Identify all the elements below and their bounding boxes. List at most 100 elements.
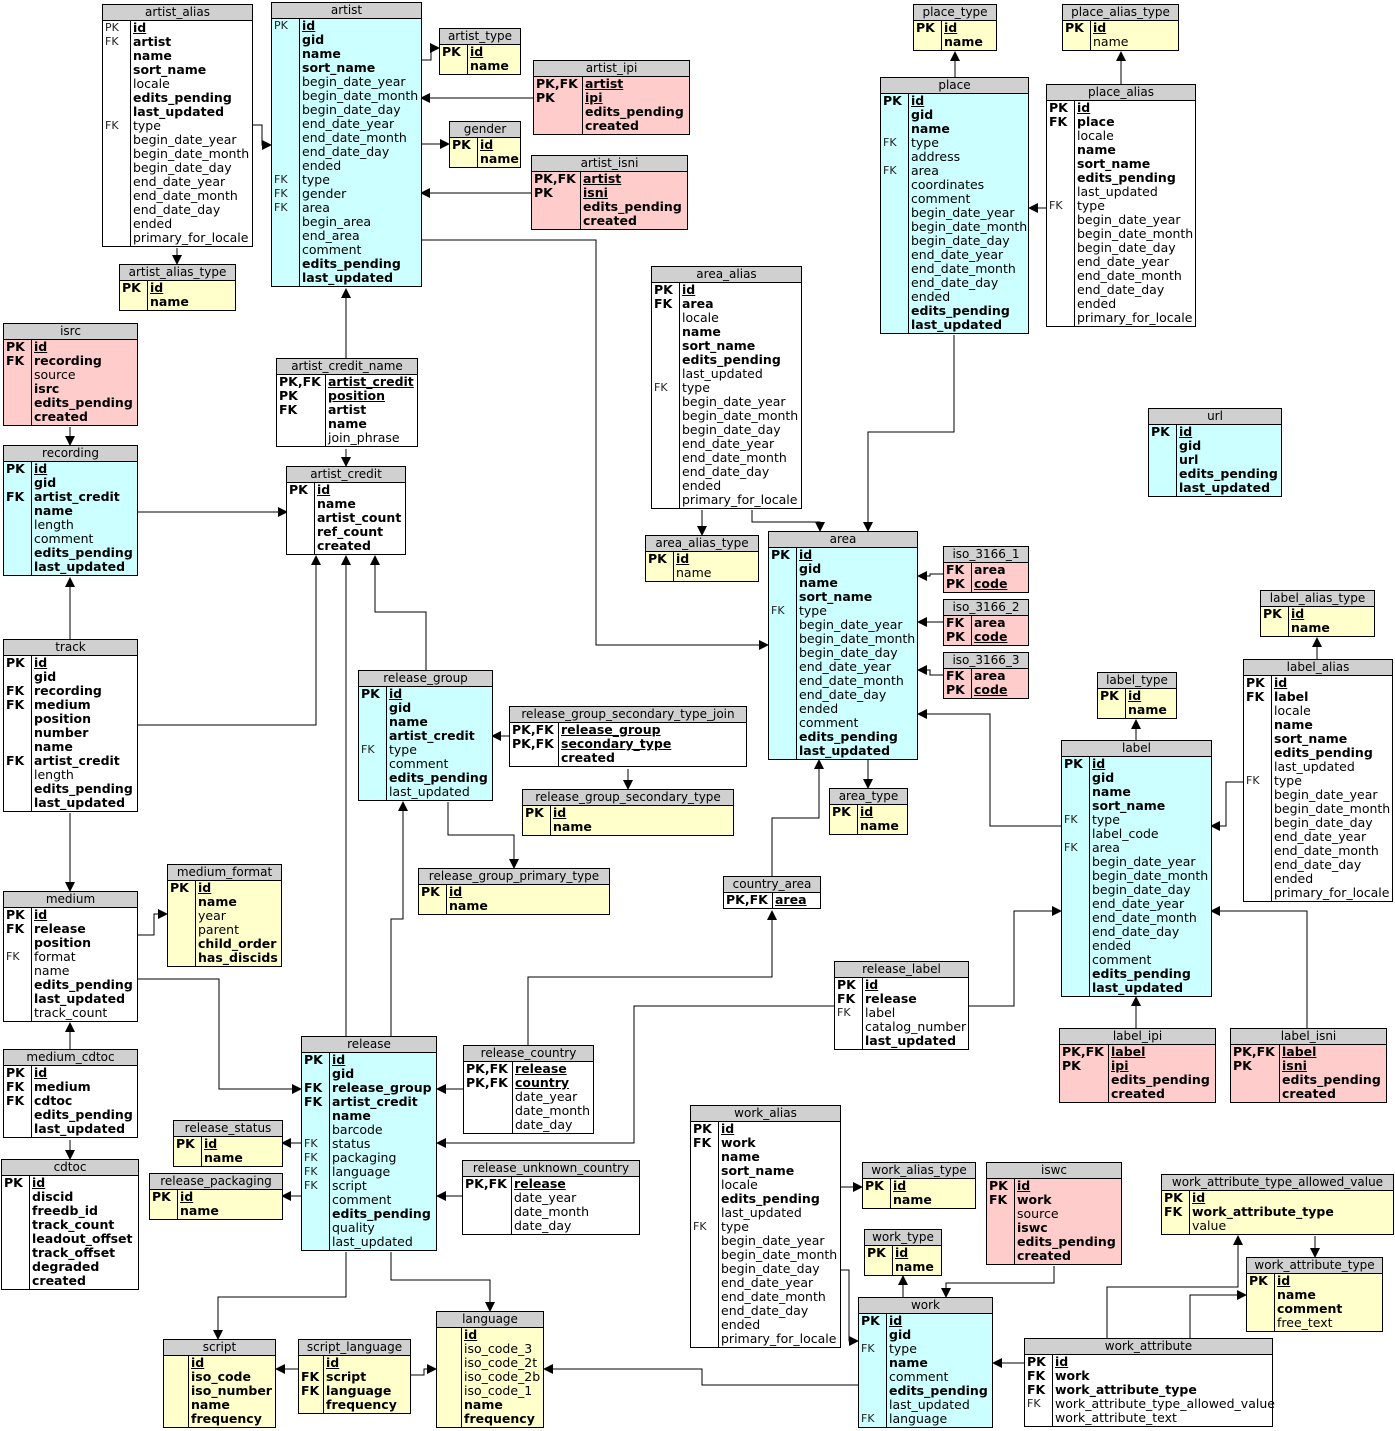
table-field: url: [1149, 453, 1281, 467]
table-title: label_alias_type: [1261, 591, 1374, 607]
edge-ca-area: [771, 759, 824, 876]
table-title: script_language: [299, 1340, 410, 1356]
table-field: date_month: [463, 1205, 639, 1219]
table-title: area: [769, 532, 917, 548]
field-name: begin_date_month: [133, 146, 250, 161]
field-key: PK,FK: [466, 1075, 508, 1090]
field-name: gid: [1092, 770, 1115, 785]
table-field: sort_name: [272, 61, 421, 75]
table-field: artist_count: [287, 511, 405, 525]
field-name: release: [34, 921, 86, 936]
field-name: script: [332, 1178, 367, 1193]
table-field: length: [4, 768, 137, 782]
field-key: PK,FK: [465, 1176, 507, 1191]
table-field: sort_name: [103, 63, 252, 77]
field-name: name: [191, 1397, 230, 1412]
table-field: last_updated: [1244, 760, 1392, 774]
field-key: PK: [832, 804, 851, 819]
field-key: PK: [837, 977, 856, 992]
table-field: gid: [859, 1328, 992, 1342]
key-column-divider: [1279, 1045, 1280, 1102]
key-column-divider: [323, 1356, 324, 1413]
field-name: end_date_year: [799, 659, 892, 674]
field-name: name: [1093, 34, 1129, 49]
table-field: iso_code_1: [437, 1384, 543, 1398]
table-field: freedb_id: [2, 1204, 138, 1218]
table-field: primary_for_locale: [1047, 311, 1195, 325]
field-name: medium: [34, 1079, 91, 1094]
field-name: type: [911, 135, 939, 150]
table-field: child_order: [168, 937, 281, 951]
field-name: language: [889, 1411, 948, 1426]
table-field: name: [359, 715, 492, 729]
field-name: end_date_year: [1274, 829, 1367, 844]
field-name: comment: [1277, 1301, 1343, 1316]
field-name: comment: [34, 531, 94, 546]
table-field: end_date_day: [103, 203, 252, 217]
field-name: id: [889, 1313, 903, 1328]
field-name: area: [911, 163, 939, 178]
field-name: name: [1092, 784, 1131, 799]
field-key: FK: [654, 296, 673, 311]
field-name: last_updated: [911, 317, 1003, 332]
table-title: place_alias_type: [1063, 5, 1178, 21]
key-column-divider: [195, 881, 196, 966]
field-key: FK: [274, 187, 288, 200]
field-name: last_updated: [799, 743, 891, 758]
table-field: begin_date_day: [691, 1262, 840, 1276]
field-name: begin_date_year: [1077, 212, 1181, 227]
table-title: artist: [272, 3, 421, 19]
field-name: name: [34, 503, 73, 518]
table-field: edits_pending: [859, 1384, 992, 1398]
table-field: gid: [1062, 771, 1211, 785]
field-key: PK: [946, 682, 965, 697]
field-name: frequency: [191, 1411, 262, 1426]
field-key: FK: [946, 615, 965, 630]
table-field: edits_pending: [987, 1235, 1121, 1249]
field-name: created: [585, 118, 639, 133]
field-name: release_group: [561, 722, 661, 737]
field-name: gid: [34, 475, 57, 490]
field-name: id: [464, 1327, 478, 1342]
field-key: FK: [105, 119, 119, 132]
field-name: id: [893, 1178, 907, 1193]
table-field: sort_name: [769, 590, 917, 604]
field-key: FK: [304, 1151, 318, 1164]
field-name: track_offset: [32, 1245, 116, 1260]
field-key: PK: [122, 280, 141, 295]
field-key: FK: [279, 402, 298, 417]
field-name: id: [34, 655, 48, 670]
field-name: iso_code_2b: [464, 1369, 541, 1384]
field-name: name: [895, 1259, 934, 1274]
table-field: end_date_day: [769, 688, 917, 702]
key-column-divider: [31, 462, 32, 575]
field-name: edits_pending: [911, 303, 1010, 318]
table-field: edits_pending: [652, 353, 801, 367]
table-title: artist_type: [440, 29, 520, 45]
field-name: edits_pending: [34, 395, 133, 410]
table-field: begin_date_month: [652, 409, 801, 423]
table-field: last_updated: [1149, 481, 1281, 495]
key-column-divider: [461, 1328, 462, 1427]
table-field: id: [437, 1328, 543, 1342]
field-name: source: [34, 367, 76, 382]
field-name: primary_for_locale: [1274, 885, 1390, 900]
field-name: label_code: [1092, 826, 1159, 841]
